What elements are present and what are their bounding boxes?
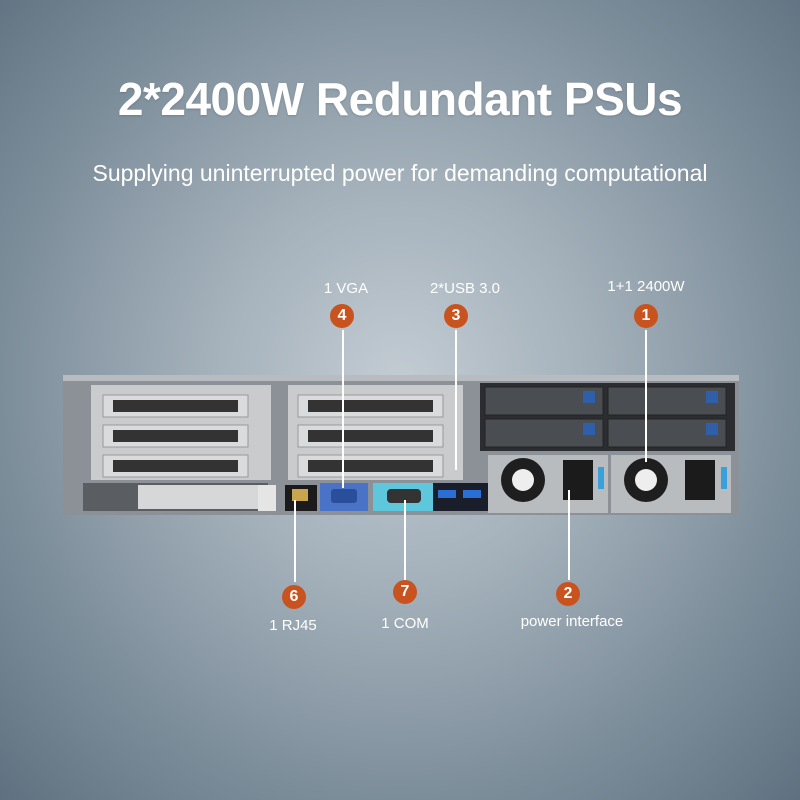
callout-badge-7: 7 — [393, 580, 417, 604]
callout-badge-2: 2 — [556, 582, 580, 606]
callout-line-4 — [342, 330, 344, 488]
callout-label-1: 1+1 2400W — [607, 278, 685, 295]
callout-label-4: 1 VGA — [323, 280, 369, 297]
callout-line-1 — [645, 330, 647, 462]
page-title: 2*2400W Redundant PSUs — [117, 73, 683, 125]
callout-badge-3: 3 — [444, 304, 468, 328]
callout-line-7 — [404, 500, 406, 580]
callout-badge-1: 1 — [634, 304, 658, 328]
callout-label-6: 1 RJ45 — [269, 617, 317, 634]
callout-badge-6: 6 — [282, 585, 306, 609]
server-rear-panel-image — [63, 375, 739, 515]
callout-line-6 — [294, 500, 296, 582]
callout-label-3: 2*USB 3.0 — [429, 280, 501, 297]
callout-label-2: power interface — [520, 613, 624, 630]
callout-badge-4: 4 — [330, 304, 354, 328]
callout-line-2 — [568, 490, 570, 580]
callout-label-7: 1 COM — [381, 615, 429, 632]
page-subtitle: Supplying uninterrupted power for demand… — [92, 160, 708, 186]
callout-line-3 — [455, 330, 457, 470]
